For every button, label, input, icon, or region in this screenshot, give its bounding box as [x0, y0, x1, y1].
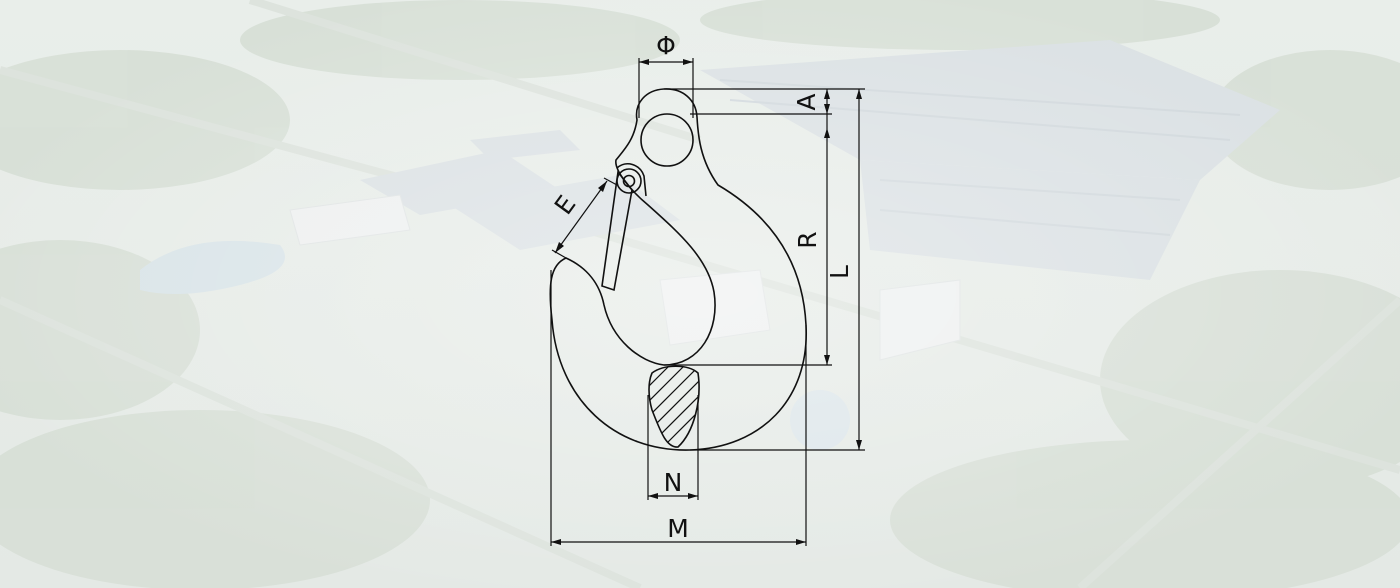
dimension-label-e: E: [549, 190, 582, 220]
dimension-label-a: A: [792, 93, 821, 110]
dimension-label-r: R: [793, 231, 822, 248]
dimension-label-l: L: [825, 265, 854, 279]
dimension-m: M: [550, 270, 807, 546]
cross-section-hatched: [648, 365, 700, 448]
dimension-label-n: N: [664, 468, 683, 497]
hook-body: [549, 88, 807, 451]
dimension-r: R: [664, 128, 832, 366]
dimension-l: L: [690, 89, 865, 451]
dimension-label-phi: Φ: [656, 31, 676, 60]
dimension-a: A: [664, 88, 865, 128]
dimension-n: N: [647, 395, 699, 500]
safety-latch: [601, 163, 647, 292]
dimension-phi: Φ: [638, 31, 694, 118]
dimension-e: E: [549, 177, 618, 259]
dimension-label-m: M: [667, 514, 689, 543]
